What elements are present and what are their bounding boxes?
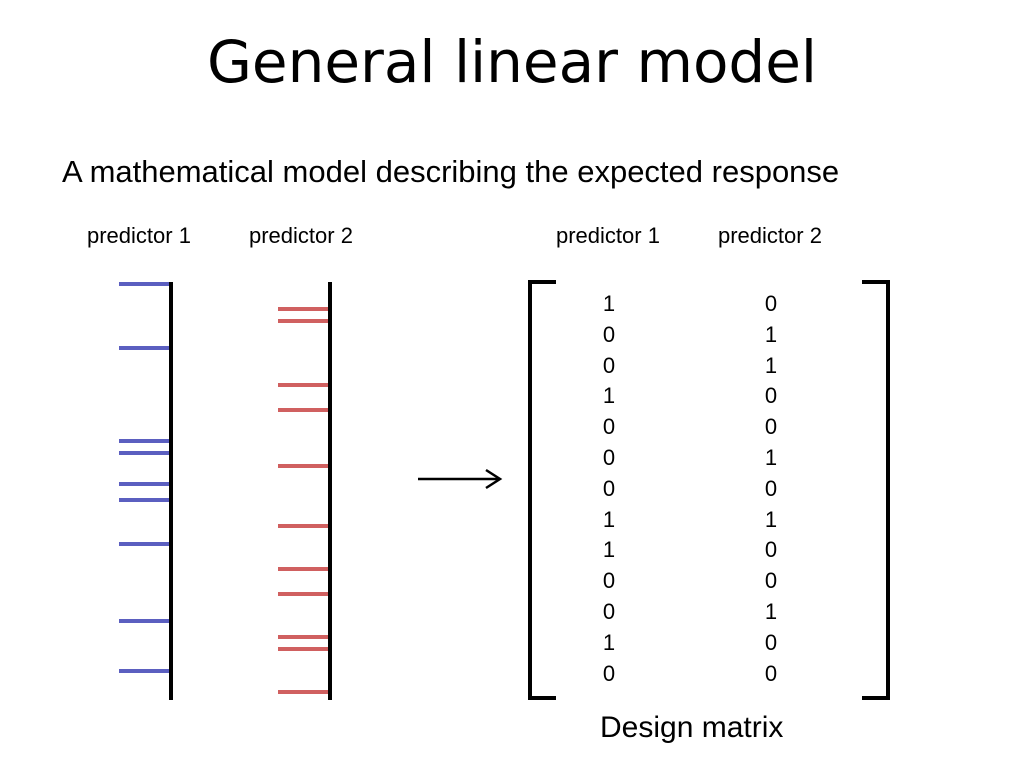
matrix-cell: 0 — [764, 475, 778, 501]
matrix-cell: 0 — [602, 352, 616, 378]
predictor-1-timeline — [119, 282, 173, 700]
matrix-cell: 0 — [764, 291, 778, 316]
matrix-cell: 0 — [602, 568, 616, 594]
matrix-cell: 0 — [764, 568, 778, 594]
matrix-column-label-predictor-1: predictor 1 — [556, 223, 660, 248]
matrix-right-bracket — [862, 280, 890, 700]
predictor-2-timeline — [278, 282, 332, 700]
matrix-cell: 0 — [602, 599, 616, 624]
timeline-label-predictor-2: predictor 2 — [249, 223, 353, 248]
matrix-cell: 1 — [764, 352, 778, 378]
matrix-cell: 1 — [602, 383, 616, 409]
slide-subtitle: A mathematical model describing the expe… — [62, 154, 840, 189]
matrix-cell: 1 — [764, 321, 778, 347]
matrix-cell: 1 — [602, 629, 616, 655]
matrix-cell: 1 — [602, 537, 616, 563]
matrix-cell: 0 — [764, 383, 778, 409]
matrix-column-label-predictor-2: predictor 2 — [718, 223, 822, 248]
matrix-cell: 0 — [764, 537, 778, 563]
matrix-cell: 1 — [764, 506, 778, 532]
matrix-cell: 1 — [764, 445, 778, 470]
matrix-cell: 0 — [764, 629, 778, 655]
slide-title: General linear model — [206, 28, 818, 96]
matrix-cell: 1 — [764, 599, 778, 624]
matrix-left-bracket — [528, 280, 556, 700]
matrix-cell: 1 — [602, 291, 616, 316]
matrix-cell: 0 — [602, 321, 616, 347]
matrix-cell: 0 — [602, 414, 616, 440]
matrix-cell: 0 — [602, 475, 616, 501]
matrix-cell: 0 — [602, 660, 616, 686]
timeline-label-predictor-1: predictor 1 — [87, 223, 191, 248]
matrix-cell: 0 — [602, 445, 616, 470]
matrix-cell: 0 — [764, 660, 778, 686]
design-matrix-caption: Design matrix — [600, 711, 784, 744]
arrow-icon — [418, 468, 503, 490]
matrix-cell: 1 — [602, 506, 616, 532]
matrix-cell: 0 — [764, 414, 778, 440]
